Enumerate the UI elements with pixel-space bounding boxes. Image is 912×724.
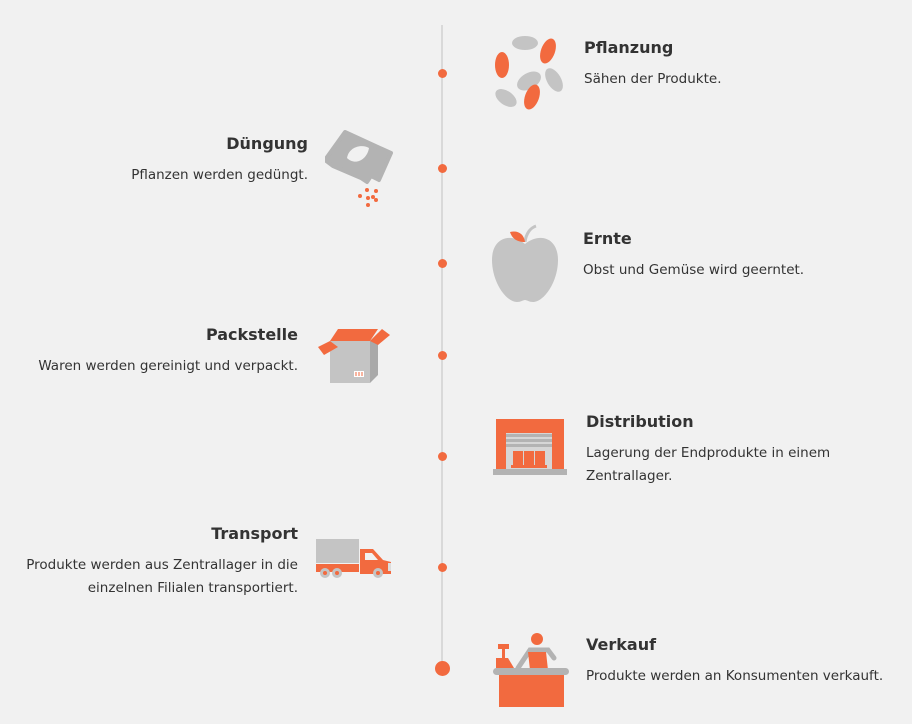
step-verkauf: Verkauf Produkte werden an Konsumenten v…	[586, 635, 883, 688]
timeline-dot	[437, 562, 447, 572]
step-ernte: Ernte Obst und Gemüse wird geerntet.	[583, 229, 804, 282]
step-title: Distribution	[586, 412, 694, 431]
step-description: Lagerung der Endprodukte in einem Zentra…	[586, 445, 831, 484]
timeline-dot-end	[434, 661, 450, 676]
timeline-dot	[437, 451, 447, 461]
step-transport: Transport Produkte werden aus Zentrallag…	[0, 524, 298, 600]
step-title: Pflanzung	[584, 38, 674, 57]
step-packstelle: Packstelle Waren werden gereinigt und ve…	[38, 325, 298, 378]
timeline-line	[441, 25, 443, 670]
step-pflanzung: Pflanzung Sähen der Produkte.	[584, 38, 722, 91]
step-description: Waren werden gereinigt und verpackt.	[38, 358, 298, 374]
step-title: Transport	[211, 524, 298, 543]
step-description: Pflanzen werden gedüngt.	[131, 167, 308, 183]
step-duengung: Düngung Pflanzen werden gedüngt.	[131, 134, 308, 187]
step-description: Produkte werden aus Zentrallager in die …	[26, 557, 298, 596]
timeline-dot	[437, 68, 447, 78]
fertilizer-bag-icon	[325, 130, 393, 207]
step-description: Sähen der Produkte.	[584, 71, 722, 87]
timeline-dot	[437, 258, 447, 268]
step-description: Produkte werden an Konsumenten verkauft.	[586, 668, 884, 684]
truck-icon	[316, 539, 391, 578]
timeline-dot	[437, 163, 447, 173]
seeds-icon	[495, 36, 563, 110]
step-title: Verkauf	[586, 635, 657, 654]
step-distribution: Distribution Lagerung der Endprodukte in…	[586, 412, 866, 488]
box-icon	[318, 329, 390, 383]
shop-counter-icon	[493, 633, 569, 707]
step-title: Düngung	[226, 134, 308, 153]
step-description: Obst und Gemüse wird geerntet.	[583, 262, 805, 278]
warehouse-icon	[493, 419, 567, 475]
step-title: Packstelle	[205, 325, 298, 344]
timeline-dot	[437, 350, 447, 360]
apple-icon	[492, 224, 558, 302]
step-title: Ernte	[583, 229, 632, 248]
